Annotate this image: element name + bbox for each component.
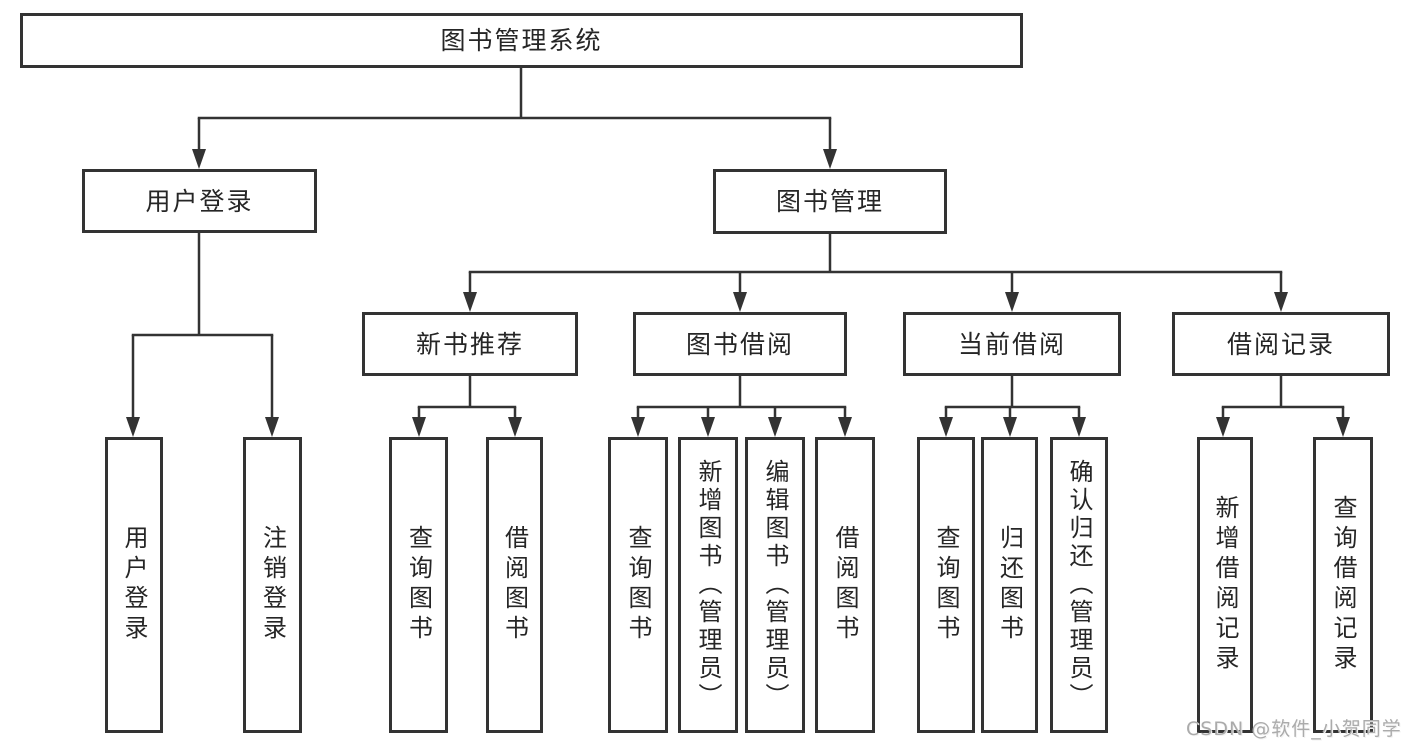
leaf-user-login-label: 用户登录 bbox=[120, 525, 148, 645]
node-root-label: 图书管理系统 bbox=[440, 26, 603, 55]
csdn-watermark: CSDN @软件_小贺同学 bbox=[1186, 718, 1402, 740]
node-current-borrowing: 当前借阅 bbox=[903, 312, 1121, 376]
leaf-return-books-label: 归还图书 bbox=[995, 525, 1024, 645]
leaf-query-books-current-label: 查询图书 bbox=[932, 525, 960, 645]
leaf-add-books-admin: 新增图书（管理员） bbox=[678, 437, 738, 733]
leaf-borrow-books: 借阅图书 bbox=[815, 437, 875, 733]
leaf-query-borrow-record-label: 查询借阅记录 bbox=[1329, 495, 1357, 675]
node-book-management: 图书管理 bbox=[713, 169, 947, 234]
leaf-query-borrow-record: 查询借阅记录 bbox=[1313, 437, 1373, 733]
node-book-management-label: 图书管理 bbox=[775, 187, 884, 216]
leaf-add-borrow-record: 新增借阅记录 bbox=[1197, 437, 1253, 733]
leaf-query-books-borrowing: 查询图书 bbox=[608, 437, 668, 733]
leaf-add-books-admin-label: 新增图书（管理员） bbox=[694, 459, 722, 711]
leaf-borrow-books-recommend: 借阅图书 bbox=[486, 437, 543, 733]
node-borrowing-records: 借阅记录 bbox=[1172, 312, 1390, 376]
leaf-edit-books-admin: 编辑图书（管理员） bbox=[745, 437, 805, 733]
leaf-borrow-books-label: 借阅图书 bbox=[831, 525, 859, 645]
leaf-logout: 注销登录 bbox=[243, 437, 302, 733]
node-user-login-label: 用户登录 bbox=[145, 186, 254, 216]
leaf-return-books: 归还图书 bbox=[981, 437, 1038, 733]
leaf-query-books-recommend-label: 查询图书 bbox=[404, 525, 433, 645]
leaf-query-books-current: 查询图书 bbox=[917, 437, 975, 733]
node-current-borrowing-label: 当前借阅 bbox=[957, 329, 1066, 359]
leaf-logout-label: 注销登录 bbox=[258, 525, 287, 645]
leaf-confirm-return-admin: 确认归还（管理员） bbox=[1050, 437, 1108, 733]
node-new-book-recommendation: 新书推荐 bbox=[362, 312, 578, 376]
leaf-query-books-recommend: 查询图书 bbox=[389, 437, 448, 733]
leaf-user-login: 用户登录 bbox=[105, 437, 163, 733]
node-book-borrowing: 图书借阅 bbox=[633, 312, 847, 376]
leaf-add-borrow-record-label: 新增借阅记录 bbox=[1211, 495, 1239, 675]
node-user-login: 用户登录 bbox=[82, 169, 317, 233]
leaf-edit-books-admin-label: 编辑图书（管理员） bbox=[761, 459, 789, 711]
node-book-borrowing-label: 图书借阅 bbox=[685, 329, 794, 359]
node-root: 图书管理系统 bbox=[20, 13, 1023, 68]
leaf-query-books-borrowing-label: 查询图书 bbox=[624, 525, 652, 645]
leaf-borrow-books-recommend-label: 借阅图书 bbox=[500, 525, 529, 645]
node-new-book-recommendation-label: 新书推荐 bbox=[415, 329, 524, 359]
node-borrowing-records-label: 借阅记录 bbox=[1226, 329, 1335, 359]
leaf-confirm-return-admin-label: 确认归还（管理员） bbox=[1065, 459, 1093, 711]
